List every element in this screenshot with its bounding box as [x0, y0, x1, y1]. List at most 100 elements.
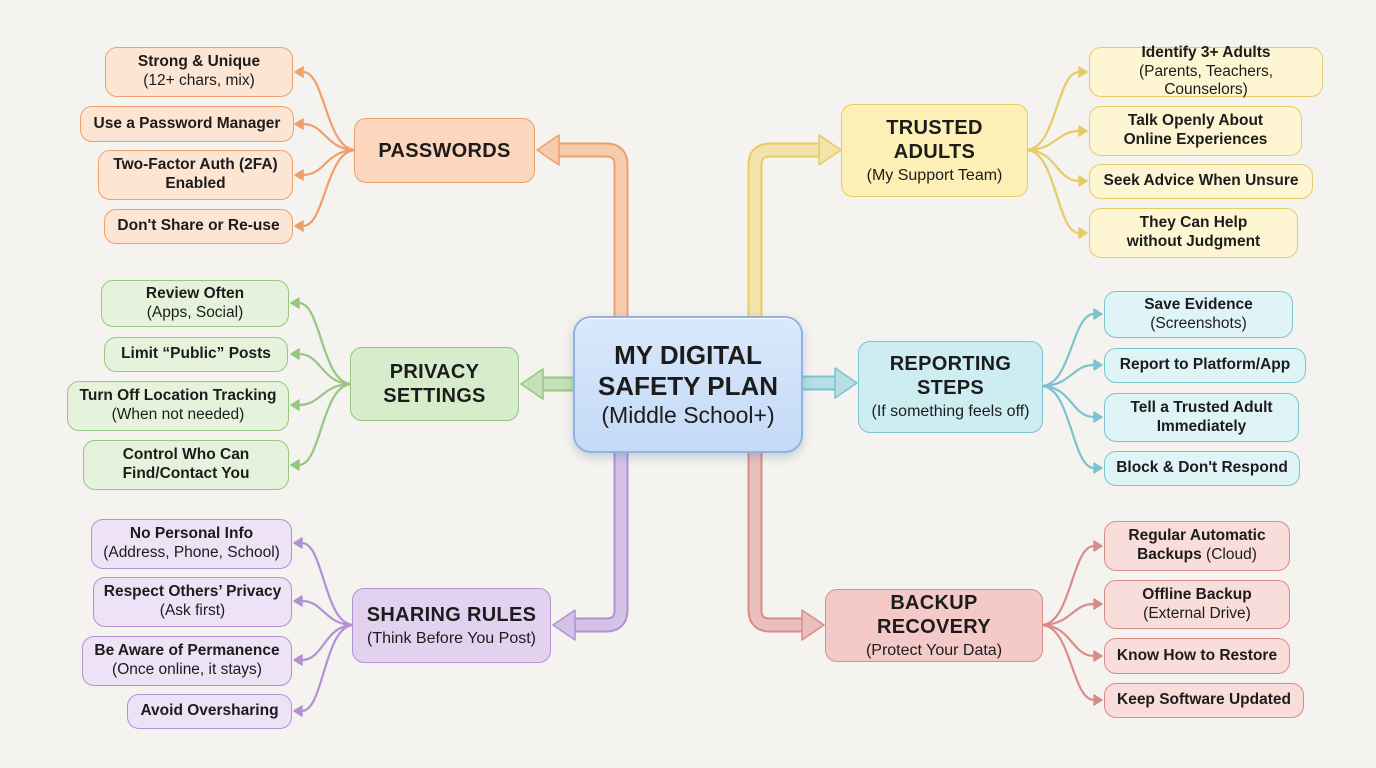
leaf-link-privacy-2-head: [290, 399, 300, 411]
trunk-reporting-head: [834, 367, 858, 399]
branch-backup-recovery: BACKUP RECOVERY (Protect Your Data): [825, 589, 1043, 662]
leaf-line2: (Once online, it stays): [112, 661, 262, 678]
leaf-link-privacy-0-head: [290, 297, 300, 309]
branch-privacy-settings: PRIVACY SETTINGS: [350, 347, 519, 421]
leaf-link-backup-2: [1039, 623, 1096, 658]
leaf-link-reporting-2: [1039, 384, 1096, 419]
branch-subtitle: (Protect Your Data): [865, 641, 1003, 659]
leaf-password-manager: Use a Password Manager: [80, 106, 294, 142]
leaf-line2: (Address, Phone, School): [103, 544, 280, 561]
leaf-link-passwords-1-head: [294, 118, 304, 130]
leaf-line2: (When not needed): [111, 406, 245, 423]
leaf-line1: Respect Others’ Privacy: [103, 583, 282, 601]
leaf-link-privacy-1: [297, 352, 354, 386]
leaf-line1: Offline Backup: [1142, 585, 1252, 603]
leaf-talk-openly: Talk Openly About Online Experiences: [1089, 106, 1302, 156]
leaf-link-passwords-0-head: [294, 66, 304, 78]
branch-passwords: PASSWORDS: [354, 118, 535, 183]
branch-title-line2: SETTINGS: [383, 385, 486, 407]
leaf-line1: Be Aware of Permanence: [94, 642, 280, 660]
leaf-line1: Control Who Can: [122, 446, 250, 464]
branch-subtitle: (Think Before You Post): [367, 629, 536, 647]
branch-reporting-steps: REPORTING STEPS (If something feels off): [858, 341, 1043, 433]
branch-trusted-adults: TRUSTED ADULTS (My Support Team): [841, 104, 1028, 197]
leaf-no-personal-info: No Personal Info (Address, Phone, School…: [91, 519, 292, 569]
leaf-link-trusted-2-head: [1078, 175, 1088, 187]
trunk-sharing-head: [552, 609, 576, 641]
trunk-privacy-head: [520, 368, 544, 400]
trunk-trusted-outline: [747, 142, 826, 326]
leaf-seek-advice: Seek Advice When Unsure: [1089, 164, 1313, 199]
leaf-line1: Turn Off Location Tracking: [79, 387, 277, 405]
leaf-block-dont-respond: Block & Don't Respond: [1104, 451, 1300, 486]
leaf-link-sharing-1: [300, 599, 356, 627]
branch-title: BACKUP RECOVERY: [877, 591, 991, 638]
leaf-link-privacy-3-head: [290, 459, 300, 471]
leaf-location-tracking: Turn Off Location Tracking (When not nee…: [67, 381, 289, 431]
leaf-link-backup-0-head: [1093, 540, 1103, 552]
leaf-line1: Strong & Unique: [137, 53, 261, 71]
leaf-line1: Review Often: [145, 284, 245, 302]
leaf-line1: Talk Openly About: [1127, 112, 1264, 130]
central-title-line2: SAFETY PLAN: [597, 370, 779, 401]
leaf-link-reporting-1-head: [1093, 359, 1103, 371]
leaf-link-reporting-2-head: [1093, 411, 1103, 423]
leaf-line1: Know How to Restore: [1116, 646, 1278, 664]
leaf-line1: Report to Platform/App: [1119, 356, 1291, 374]
leaf-link-backup-1: [1039, 602, 1096, 627]
branch-subtitle: (My Support Team): [866, 166, 1003, 184]
trunk-passwords-fill: [554, 144, 627, 324]
leaf-save-evidence: Save Evidence (Screenshots): [1104, 291, 1293, 338]
leaf-link-passwords-1: [301, 122, 358, 152]
leaf-link-privacy-3: [297, 382, 354, 467]
leaf-automatic-backups: Regular Automatic Backups (Cloud): [1104, 521, 1290, 571]
leaf-link-backup-0: [1039, 544, 1096, 627]
leaf-line1: Regular Automatic: [1128, 527, 1266, 545]
leaf-tell-adult: Tell a Trusted Adult Immediately: [1104, 393, 1299, 442]
leaf-link-sharing-2: [300, 623, 356, 662]
leaf-link-reporting-3: [1039, 384, 1096, 470]
leaf-link-backup-2-head: [1093, 650, 1103, 662]
leaf-link-sharing-2-head: [293, 654, 303, 666]
leaf-line2: Online Experiences: [1123, 131, 1268, 148]
leaf-offline-backup: Offline Backup (External Drive): [1104, 580, 1290, 629]
leaf-link-trusted-3-head: [1078, 227, 1088, 239]
leaf-link-reporting-0-head: [1093, 308, 1103, 320]
leaf-line2: (Apps, Social): [146, 303, 244, 321]
branch-title: PASSWORDS: [378, 139, 511, 162]
leaf-link-trusted-0-head: [1078, 66, 1088, 78]
leaf-link-trusted-1-head: [1078, 125, 1088, 137]
leaf-can-help: They Can Help without Judgment: [1089, 208, 1298, 258]
leaf-link-trusted-3: [1024, 148, 1081, 235]
leaf-line2: Backups (Cloud): [1137, 546, 1257, 565]
leaf-line2: without Judgment: [1126, 233, 1261, 250]
leaf-line2: (Parents, Teachers, Counselors): [1138, 62, 1274, 99]
branch-title-line2: STEPS: [916, 377, 985, 400]
leaf-line2: Find/Contact You: [122, 465, 250, 482]
leaf-strong-unique: Strong & Unique (12+ chars, mix): [105, 47, 293, 97]
leaf-limit-public: Limit “Public” Posts: [104, 337, 288, 372]
central-title-line1: MY DIGITAL: [614, 339, 762, 370]
trunk-trusted-head: [818, 134, 842, 166]
leaf-avoid-oversharing: Avoid Oversharing: [127, 694, 292, 729]
leaf-line1: Use a Password Manager: [93, 114, 281, 132]
leaf-line2: Enabled: [165, 175, 226, 192]
leaf-control-contact: Control Who Can Find/Contact You: [83, 440, 289, 490]
leaf-line1: Keep Software Updated: [1117, 691, 1291, 709]
leaf-link-privacy-1-head: [290, 348, 300, 360]
leaf-link-passwords-2-head: [294, 169, 304, 181]
leaf-link-trusted-0: [1024, 70, 1081, 152]
leaf-line2: (External Drive): [1143, 604, 1251, 622]
central-node: MY DIGITAL SAFETY PLAN (Middle School+): [573, 316, 803, 453]
leaf-line1: Block & Don't Respond: [1116, 459, 1288, 477]
leaf-link-sharing-3: [300, 623, 356, 713]
leaf-link-sharing-1-head: [293, 595, 303, 607]
leaf-review-often: Review Often (Apps, Social): [101, 280, 289, 327]
trunk-backup-fill: [749, 446, 806, 631]
leaf-line1: Save Evidence: [1144, 295, 1253, 313]
leaf-link-sharing-3-head: [293, 705, 303, 717]
leaf-link-reporting-0: [1039, 312, 1096, 388]
leaf-link-reporting-1: [1039, 363, 1096, 388]
leaf-link-trusted-1: [1024, 129, 1081, 152]
